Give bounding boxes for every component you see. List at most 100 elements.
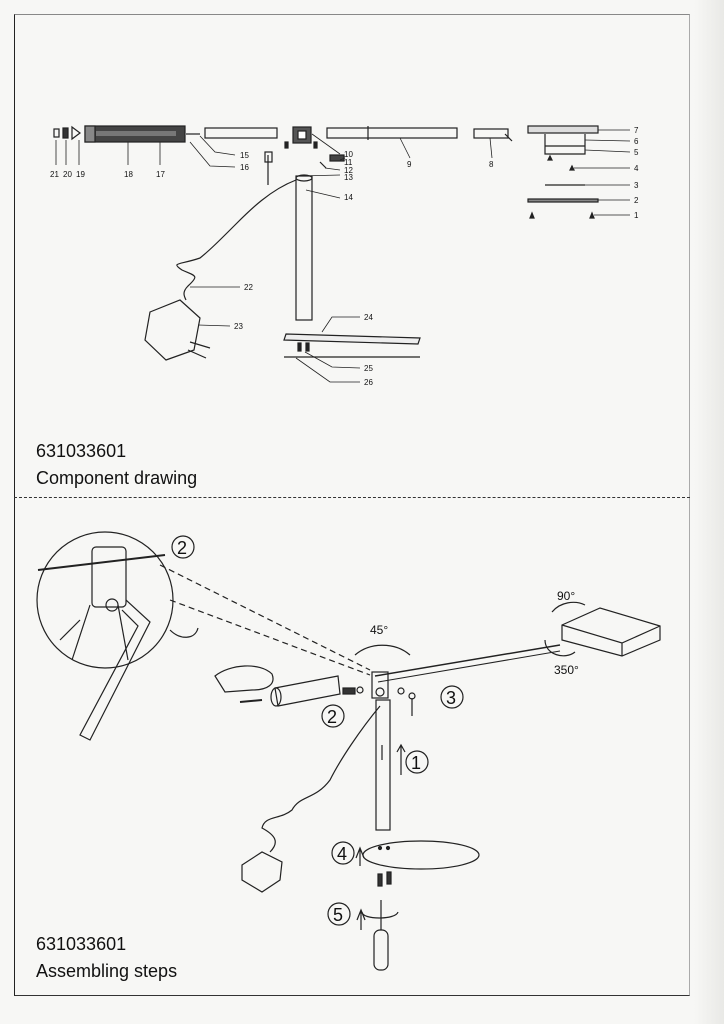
screwdriver-handle <box>373 929 389 971</box>
part-label-6: 6 <box>634 137 639 146</box>
component-title: Component drawing <box>36 468 198 488</box>
svg-text:5: 5 <box>333 905 343 925</box>
part-label-5: 5 <box>634 148 639 157</box>
detail-circle <box>36 531 174 669</box>
part-label-18: 18 <box>124 170 133 179</box>
section-divider <box>14 497 690 498</box>
part-17-endcap <box>84 125 96 143</box>
part-9-arm <box>326 127 458 139</box>
handle-end <box>270 687 282 707</box>
part-23-adapter <box>144 299 201 361</box>
part-label-10: 10 <box>344 150 353 159</box>
part-25-screw-a <box>297 342 302 352</box>
angle-label-350: 350° <box>554 663 579 677</box>
base-hole-a <box>377 845 383 851</box>
step-badge-1: 1 <box>405 750 429 774</box>
insert-arrow <box>239 699 263 703</box>
detail-arm <box>37 554 166 571</box>
part-1-screw-a <box>529 211 535 219</box>
part-21-shape <box>53 128 60 138</box>
part-label-1: 1 <box>634 211 639 220</box>
part-22-cable <box>176 179 297 301</box>
part-label-12: 12 <box>344 166 353 175</box>
detail-screw <box>105 598 119 612</box>
part-label-24: 24 <box>364 313 373 322</box>
part-label-22: 22 <box>244 283 253 292</box>
part-23-plug-pins <box>187 341 211 359</box>
detail-clamp <box>91 546 127 608</box>
angle-label-45: 45° <box>370 623 388 637</box>
base-screw-b <box>386 871 392 885</box>
part-18-bar <box>96 131 176 136</box>
detail-column <box>71 604 129 661</box>
part-label-17: 17 <box>156 170 165 179</box>
lamp-head-edges <box>561 624 661 656</box>
rotation-arrow <box>169 627 199 638</box>
detail-step-badge: 2 <box>171 535 195 559</box>
base-hole-b <box>385 845 391 851</box>
part-label-13: 13 <box>344 173 353 182</box>
part-15-arm <box>204 127 278 139</box>
part-label-3: 3 <box>634 181 639 190</box>
part-11-screw <box>329 154 345 162</box>
part-14-column <box>295 175 313 321</box>
part-24-base <box>283 333 421 345</box>
base-screw-a <box>377 873 383 887</box>
part-6-housing <box>544 134 586 155</box>
part-19-shape <box>71 125 81 141</box>
base-plate <box>362 840 480 870</box>
step5-arrow <box>356 908 366 930</box>
part-label-2: 2 <box>634 196 639 205</box>
assembly-view <box>36 531 661 971</box>
allen-key <box>79 599 151 741</box>
angle-label-90: 90° <box>557 589 575 603</box>
part-12-pin <box>284 141 289 149</box>
lamp-arm-right <box>374 644 561 677</box>
part-label-23: 23 <box>234 322 243 331</box>
part-2-lens <box>527 198 599 203</box>
leader-lines <box>55 129 631 383</box>
part-8-connector <box>473 128 509 139</box>
assembly-code: 631033601 <box>36 934 127 954</box>
page-border <box>14 14 690 996</box>
part-label-19: 19 <box>76 170 85 179</box>
hand <box>214 665 274 693</box>
part-8-tip <box>504 133 513 142</box>
column <box>375 699 391 831</box>
part-11-pin <box>313 141 318 149</box>
part-label-14: 14 <box>344 193 353 202</box>
part-label-21: 21 <box>50 170 59 179</box>
page-edge-shadow <box>694 0 724 1024</box>
part-1-screw-b <box>589 211 595 219</box>
part-5-screw <box>547 154 553 161</box>
part-label-4: 4 <box>634 164 639 173</box>
part-label-11: 11 <box>344 158 353 167</box>
washer-step2 <box>356 686 364 694</box>
part-labels: 21 20 19 18 17 15 16 10 11 12 13 14 9 8 … <box>50 126 639 387</box>
part-label-7: 7 <box>634 126 639 135</box>
assembly-labels: 45° 90° 350° 2 1 2 3 4 <box>171 535 579 926</box>
projection-line-lower <box>169 599 371 676</box>
exploded-view <box>53 125 599 361</box>
joint <box>371 671 389 699</box>
screw-step2 <box>342 687 356 695</box>
svg-text:2: 2 <box>177 538 187 558</box>
part-12-spring <box>319 161 327 169</box>
part-4-screw <box>569 164 575 171</box>
svg-text:4: 4 <box>337 844 347 864</box>
step-badge-2: 2 <box>321 704 345 728</box>
pin-head-step3 <box>408 692 416 700</box>
step1-arrow <box>396 743 406 775</box>
tilt-arrow <box>354 644 411 656</box>
adapter <box>241 851 283 893</box>
part-7-cover <box>527 125 599 134</box>
step4-arrow <box>355 846 365 866</box>
washer-step3 <box>397 687 405 695</box>
assembly-title: Assembling steps <box>36 961 178 981</box>
part-25-screw-b <box>305 342 310 352</box>
part-label-16: 16 <box>240 163 249 172</box>
cable <box>261 705 381 853</box>
part-label-8: 8 <box>489 160 494 169</box>
